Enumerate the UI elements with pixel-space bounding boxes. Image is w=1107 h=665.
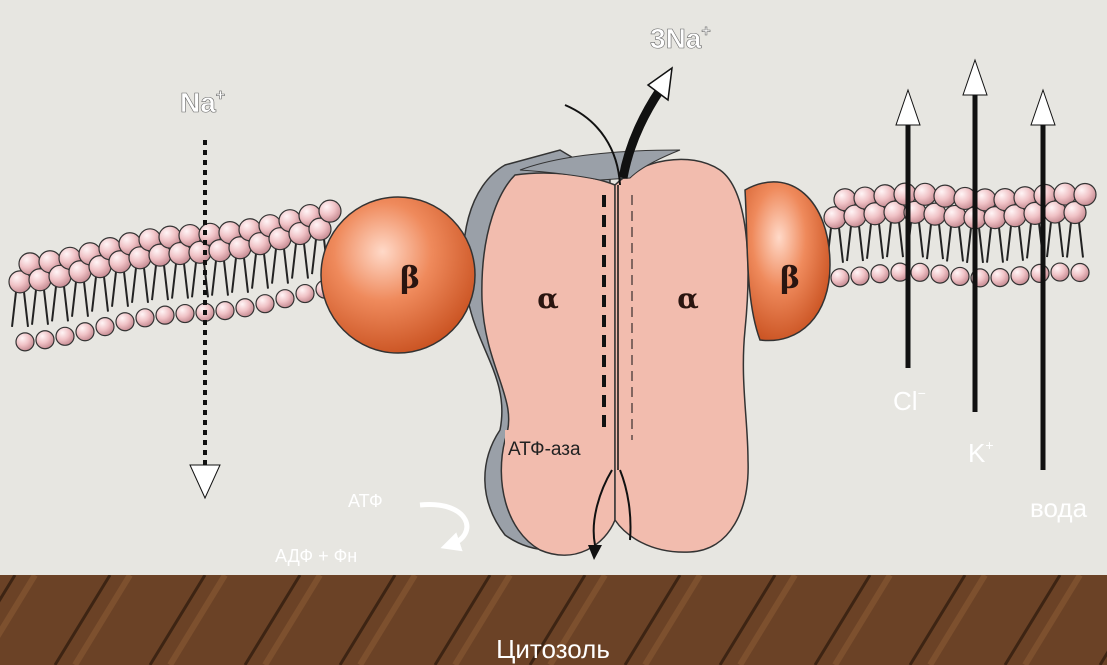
right-lipid-head xyxy=(1031,264,1049,282)
na-out-label: 3Na+ xyxy=(650,23,711,54)
water-label: вода xyxy=(1030,493,1088,523)
right-lipid-head xyxy=(951,267,969,285)
na-diffusion-arrowhead xyxy=(190,465,220,498)
left-lipid-tail xyxy=(152,265,168,300)
right-lipid-head xyxy=(991,269,1009,287)
cytosol-label: Цитозоль xyxy=(496,634,610,664)
right-lipid-head xyxy=(1071,264,1089,282)
na-in-label: Na+ xyxy=(180,87,225,118)
left-lipid-tail xyxy=(132,268,148,303)
beta-right-label: β xyxy=(780,261,800,296)
left-lipid-head xyxy=(76,323,94,341)
right-lipid-head xyxy=(934,185,956,207)
left-lipid-head xyxy=(296,285,314,303)
right-lipid-head xyxy=(914,183,936,205)
left-lipid-tail xyxy=(232,258,248,293)
right-lipid-head xyxy=(831,269,849,287)
left-lipid-tail xyxy=(112,272,128,307)
left-lipid-tail xyxy=(52,286,68,321)
k-label: K+ xyxy=(968,437,994,468)
cl-arrowhead xyxy=(896,90,920,125)
left-lipid-head xyxy=(96,318,114,336)
left-lipid-head xyxy=(56,327,74,345)
right-lipid-tail xyxy=(867,224,883,259)
cl-label: Cl− xyxy=(893,385,926,416)
pump-protein: β β α α АТФ-аза xyxy=(321,150,830,555)
right-lipid-head xyxy=(931,265,949,283)
left-lipid-tail xyxy=(272,249,288,284)
right-lipid-tail xyxy=(947,226,963,261)
left-lipid-head xyxy=(319,200,341,222)
wooden-floor: Цитозоль xyxy=(0,575,1107,665)
left-lipid-head xyxy=(116,313,134,331)
right-lipid-tail xyxy=(1047,222,1063,257)
left-lipid-tail xyxy=(72,282,88,317)
right-lipid-head xyxy=(851,267,869,285)
alpha-right-label: α xyxy=(677,282,699,315)
right-lipid-tail xyxy=(887,222,903,257)
left-lipid-head xyxy=(216,302,234,320)
atp-label: АТФ xyxy=(348,491,383,511)
left-lipid-tail xyxy=(252,254,268,289)
right-lipid-tail xyxy=(847,226,863,261)
right-lipid-bilayer xyxy=(824,183,1096,287)
alpha-right-subunit xyxy=(615,159,748,552)
beta-left-subunit xyxy=(321,197,475,353)
left-lipid-tail xyxy=(92,277,108,312)
left-lipid-bilayer xyxy=(9,200,341,351)
alpha-left-label: α xyxy=(537,282,559,315)
left-lipid-tail xyxy=(32,290,48,325)
adp-label: АДФ + Фн xyxy=(275,546,357,566)
left-lipid-tail xyxy=(12,292,28,327)
left-lipid-head xyxy=(236,299,254,317)
left-lipid-head xyxy=(36,331,54,349)
k-arrowhead xyxy=(963,60,987,95)
left-lipid-head xyxy=(16,333,34,351)
left-lipid-head xyxy=(156,306,174,324)
right-lipid-head xyxy=(911,263,929,281)
left-lipid-tail xyxy=(292,244,308,279)
atpase-label: АТФ-аза xyxy=(508,439,581,460)
right-lipid-head xyxy=(871,265,889,283)
left-lipid-head xyxy=(176,305,194,323)
k-influx-arrowhead xyxy=(588,545,602,560)
left-lipid-head xyxy=(256,295,274,313)
right-lipid-tail xyxy=(927,224,943,259)
right-lipid-tail xyxy=(987,228,1003,263)
water-arrowhead xyxy=(1031,90,1055,125)
beta-left-label: β xyxy=(400,261,420,296)
left-lipid-tail xyxy=(172,264,188,299)
right-lipid-tail xyxy=(1067,223,1083,258)
right-lipid-head xyxy=(1051,263,1069,281)
left-lipid-head xyxy=(136,309,154,327)
right-lipid-head xyxy=(1074,184,1096,206)
right-lipid-head xyxy=(1011,267,1029,285)
left-lipid-tail xyxy=(212,261,228,296)
right-lipid-tail xyxy=(1007,226,1023,261)
atp-to-adp-arrow xyxy=(420,505,467,545)
left-lipid-head xyxy=(276,290,294,308)
